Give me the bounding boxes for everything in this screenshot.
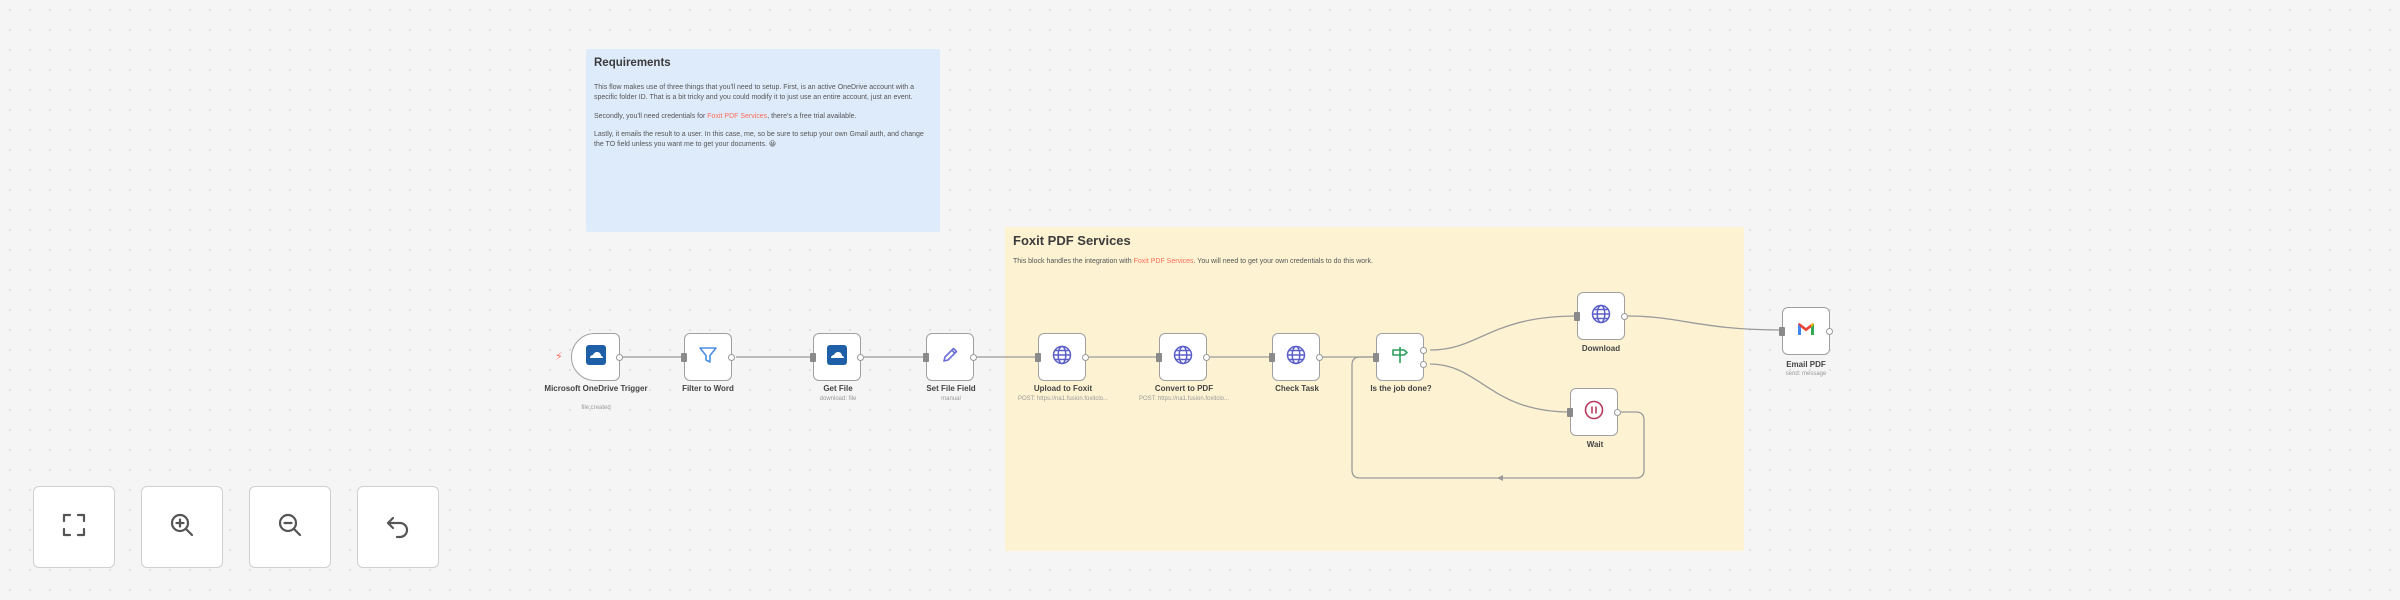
connection xyxy=(1429,315,1578,351)
node-set-file-field[interactable] xyxy=(923,333,977,381)
node-onedrive-trigger[interactable] xyxy=(571,333,623,381)
sticky-note-requirements[interactable]: Requirements This flow makes use of thre… xyxy=(586,49,940,232)
undo-icon xyxy=(383,510,413,545)
input-port[interactable] xyxy=(1779,327,1785,336)
node-label: Email PDF xyxy=(1786,360,1826,369)
output-port[interactable] xyxy=(1316,354,1323,361)
output-port-true[interactable] xyxy=(1420,347,1427,354)
node-filter-to-word[interactable] xyxy=(681,333,735,381)
node-label: Wait xyxy=(1586,440,1604,449)
pause-icon xyxy=(1583,399,1605,426)
sticky-paragraph: Lastly, it emails the result to a user. … xyxy=(594,131,924,149)
trigger-bolt-icon: ⚡ xyxy=(555,351,563,363)
output-port-false[interactable] xyxy=(1420,361,1427,368)
pencil-icon xyxy=(939,344,961,371)
fit-view-button[interactable] xyxy=(33,486,115,568)
input-port[interactable] xyxy=(810,353,816,362)
zoom-out-button[interactable] xyxy=(249,486,331,568)
node-is-the-job-done[interactable] xyxy=(1373,333,1427,381)
zoom-out-icon xyxy=(275,510,305,545)
input-port[interactable] xyxy=(1269,353,1275,362)
input-port[interactable] xyxy=(1156,353,1162,362)
input-port[interactable] xyxy=(1373,353,1379,362)
output-port[interactable] xyxy=(970,354,977,361)
output-port[interactable] xyxy=(1614,409,1621,416)
node-label: Set File Field xyxy=(926,384,976,393)
sticky-title: Foxit PDF Services xyxy=(1013,233,1131,248)
input-port[interactable] xyxy=(681,353,687,362)
output-port[interactable] xyxy=(616,354,623,361)
sticky-title: Requirements xyxy=(594,57,671,69)
sticky-paragraph: This flow makes use of three things that… xyxy=(594,84,914,101)
node-upload-to-foxit[interactable] xyxy=(1035,333,1089,381)
node-subtitle: send: message xyxy=(1785,371,1827,377)
output-port[interactable] xyxy=(857,354,864,361)
node-label: Microsoft OneDrive Trigger xyxy=(544,384,648,393)
node-label: Upload to Foxit xyxy=(1033,384,1093,393)
onedrive-icon xyxy=(585,344,607,371)
connection xyxy=(1627,315,1783,331)
node-label: Convert to PDF xyxy=(1154,384,1214,393)
node-subtitle: manual xyxy=(941,396,961,402)
sticky-paragraph: Secondly, you'll need credentials for Fo… xyxy=(594,112,857,120)
gmail-icon xyxy=(1795,318,1817,345)
zoom-in-button[interactable] xyxy=(141,486,223,568)
zoom-in-icon xyxy=(167,510,197,545)
node-label: Check Task xyxy=(1275,384,1319,393)
globe-icon xyxy=(1051,344,1073,371)
node-label: Get File xyxy=(823,384,853,393)
output-port[interactable] xyxy=(728,354,735,361)
node-email-pdf[interactable] xyxy=(1779,307,1833,355)
filter-icon xyxy=(697,344,719,371)
output-port[interactable] xyxy=(1203,354,1210,361)
globe-icon xyxy=(1285,344,1307,371)
node-label: Filter to Word xyxy=(682,384,734,393)
globe-icon xyxy=(1590,303,1612,330)
arrow xyxy=(1497,475,1503,481)
node-get-file[interactable] xyxy=(810,333,864,381)
input-port[interactable] xyxy=(923,353,929,362)
foxit-link[interactable]: Foxit PDF Services xyxy=(707,112,768,120)
output-port[interactable] xyxy=(1621,313,1628,320)
reset-zoom-button[interactable] xyxy=(357,486,439,568)
fullscreen-icon xyxy=(59,510,89,545)
node-wait[interactable] xyxy=(1567,388,1621,436)
sticky-note-foxit[interactable]: Foxit PDF Services This block handles th… xyxy=(1005,227,1744,551)
onedrive-icon xyxy=(826,344,848,371)
connection xyxy=(1429,363,1571,413)
input-port[interactable] xyxy=(1035,353,1041,362)
input-port[interactable] xyxy=(1574,312,1580,321)
node-subtitle: download: file xyxy=(819,396,857,402)
node-check-task[interactable] xyxy=(1269,333,1323,381)
sticky-paragraph: This block handles the integration with … xyxy=(1013,258,1373,265)
node-subtitle: file:created xyxy=(581,405,611,411)
node-label: Download xyxy=(1581,344,1621,353)
node-convert-to-pdf[interactable] xyxy=(1156,333,1210,381)
output-port[interactable] xyxy=(1826,328,1833,335)
node-subtitle: POST: https://na1.fusion.foxitclo... xyxy=(1138,396,1230,402)
globe-icon xyxy=(1172,344,1194,371)
foxit-link[interactable]: Foxit PDF Services xyxy=(1133,258,1194,265)
node-download[interactable] xyxy=(1574,292,1628,340)
signpost-icon xyxy=(1389,344,1411,371)
node-label: Is the job done? xyxy=(1370,384,1432,393)
input-port[interactable] xyxy=(1567,408,1573,417)
node-subtitle: POST: https://na1.fusion.foxitclo... xyxy=(1017,396,1109,402)
output-port[interactable] xyxy=(1082,354,1089,361)
